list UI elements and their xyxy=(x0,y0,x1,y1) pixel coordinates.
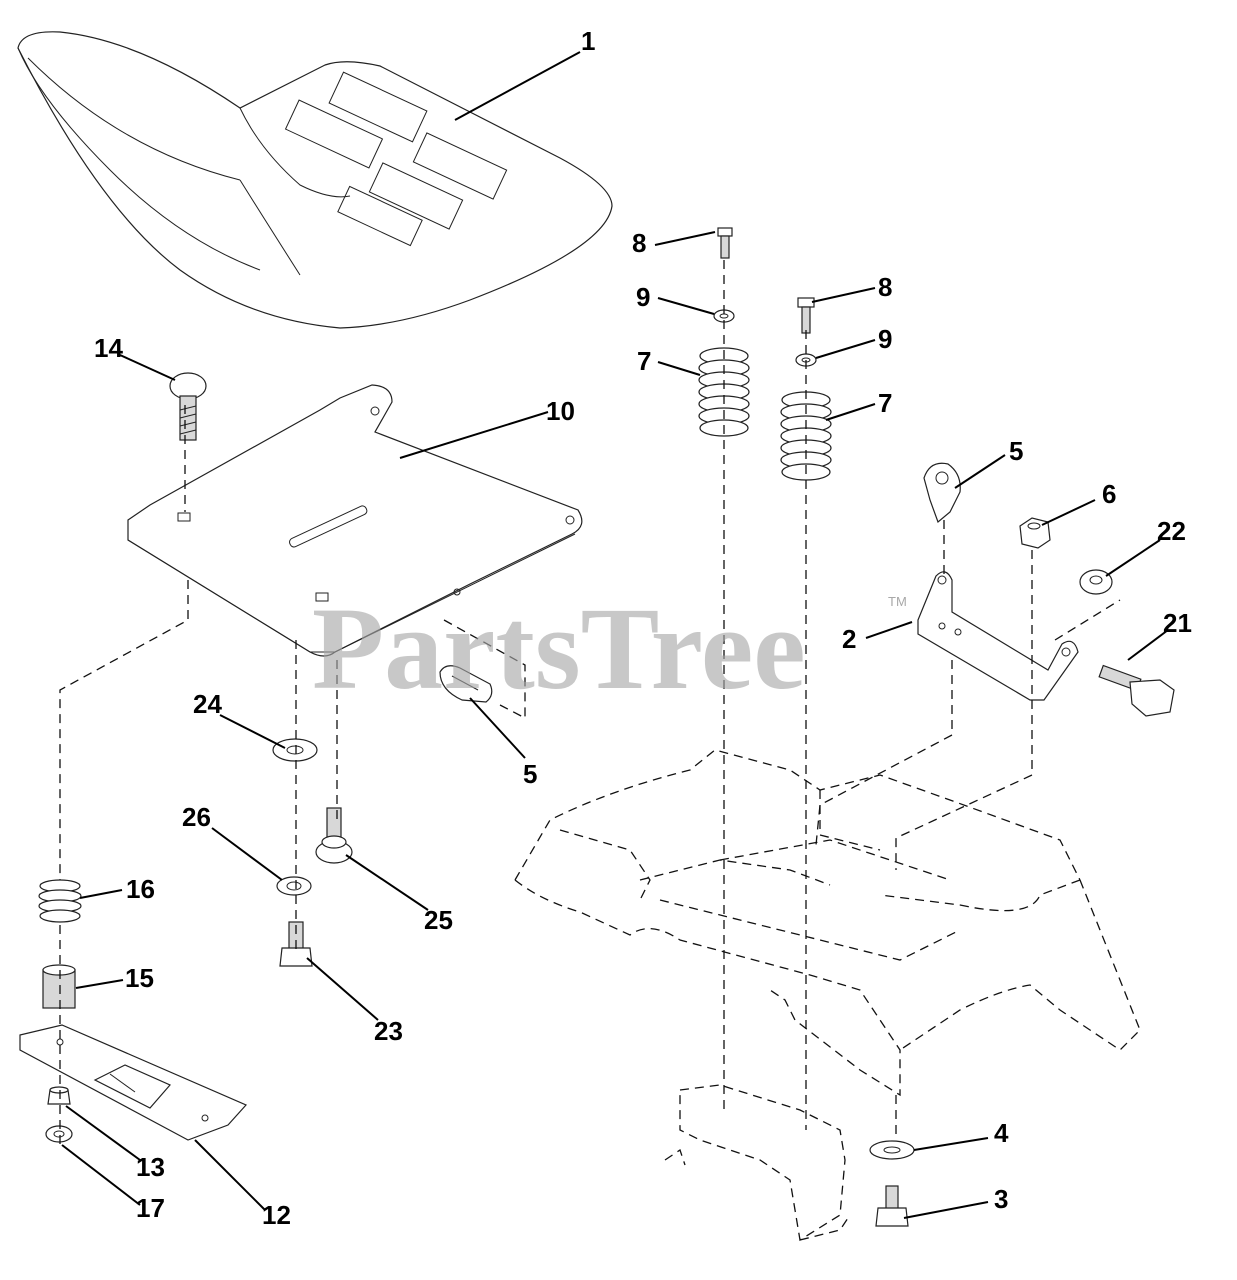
assembly-lines xyxy=(59,260,1121,1145)
callout-6: 6 xyxy=(1102,479,1116,509)
clip-left xyxy=(439,665,493,703)
watermark: PartsTree TM xyxy=(312,583,907,714)
callout-9-right: 9 xyxy=(878,324,892,354)
callout-26: 26 xyxy=(182,802,211,832)
callout-2: 2 xyxy=(842,624,856,654)
callout-5-left: 5 xyxy=(523,759,537,789)
spacer-15 xyxy=(42,964,76,1009)
spring-7-left xyxy=(698,347,750,437)
washer-24 xyxy=(272,738,318,762)
bolt-8-left xyxy=(717,227,733,259)
callouts: 1 14 10 8 9 7 8 9 7 5 6 22 21 2 5 24 26 … xyxy=(94,26,1192,1230)
callout-22: 22 xyxy=(1157,516,1186,546)
trademark-mark: TM xyxy=(888,594,907,609)
callout-12: 12 xyxy=(262,1200,291,1230)
spring-16 xyxy=(38,879,82,923)
bolt-23 xyxy=(279,921,313,967)
leader-lines xyxy=(61,51,1169,1219)
callout-5-right: 5 xyxy=(1009,436,1023,466)
callout-17: 17 xyxy=(136,1193,165,1223)
washer-4 xyxy=(869,1140,915,1160)
shoulder-bolt-25 xyxy=(315,807,353,864)
watermark-text: PartsTree xyxy=(312,583,806,714)
shoulder-bolt-21 xyxy=(1098,664,1175,717)
callout-3: 3 xyxy=(994,1184,1008,1214)
callout-4: 4 xyxy=(994,1118,1009,1148)
callout-25: 25 xyxy=(424,905,453,935)
washer-17 xyxy=(45,1125,73,1143)
clip-right xyxy=(923,462,961,524)
callout-23: 23 xyxy=(374,1016,403,1046)
bolt-3 xyxy=(875,1185,909,1227)
bolt-8-right xyxy=(797,297,815,334)
seat xyxy=(17,31,613,329)
spacer-22 xyxy=(1079,569,1113,595)
callout-7-left: 7 xyxy=(637,346,651,376)
bracket-2 xyxy=(917,571,1079,701)
callout-16: 16 xyxy=(126,874,155,904)
callout-21: 21 xyxy=(1163,608,1192,638)
seat-pan xyxy=(127,384,583,657)
callout-15: 15 xyxy=(125,963,154,993)
callout-24: 24 xyxy=(193,689,222,719)
callout-10: 10 xyxy=(546,396,575,426)
callout-8-right: 8 xyxy=(878,272,892,302)
callout-7-right: 7 xyxy=(878,388,892,418)
callout-9-left: 9 xyxy=(636,282,650,312)
mower-frame xyxy=(514,749,1141,1242)
callout-1: 1 xyxy=(581,26,595,56)
carriage-bolt xyxy=(169,372,207,441)
nut-13 xyxy=(47,1086,71,1105)
callout-14: 14 xyxy=(94,333,123,363)
bracket-12 xyxy=(19,1024,248,1141)
callout-8-left: 8 xyxy=(632,228,646,258)
callout-13: 13 xyxy=(136,1152,165,1182)
lock-washer-26 xyxy=(276,876,312,896)
